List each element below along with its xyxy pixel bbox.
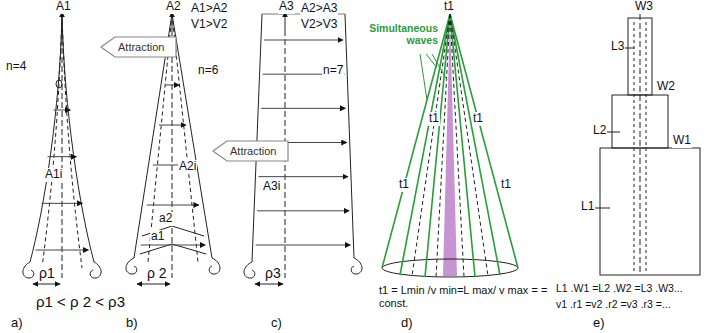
figure-label: Simultaneous waves (365, 22, 439, 46)
figure-label: A2>A3 (300, 2, 338, 16)
figure-label: A2i (178, 160, 197, 174)
figure-label: b) (125, 316, 139, 331)
figure-label: d) (400, 316, 414, 331)
level-line (257, 210, 349, 211)
level-line (48, 156, 77, 157)
figure-label: t1 (472, 112, 484, 126)
level-line (264, 40, 343, 41)
figure-label: W2 (656, 80, 676, 94)
figure-label: A2 (165, 0, 182, 14)
level-line (261, 108, 345, 109)
figure-label: V1>V2 (190, 18, 228, 32)
level-line (147, 205, 199, 206)
attraction-arrow: Attraction (212, 140, 289, 162)
figure-label: L1 .W1 =L2 .W2 =L3 .W3... (555, 282, 684, 294)
figure-label: t1 (443, 0, 455, 14)
figure-label: ρ1 < ρ 2 < ρ3 (35, 293, 126, 310)
level-line (159, 125, 186, 126)
level-line (42, 203, 83, 204)
stepped-cylinders (594, 14, 700, 275)
level-line (258, 176, 347, 177)
level-line (141, 245, 206, 246)
level-line (54, 110, 71, 111)
figure-label: n=6 (197, 64, 219, 78)
figure-label: A1 (55, 0, 72, 14)
figure-label: a2 (158, 212, 173, 226)
level-line (165, 85, 179, 86)
level-line (36, 250, 89, 251)
figure-label: A1>A2 (190, 2, 228, 16)
figure-label: A3 (278, 0, 295, 14)
figure-label: t1 (500, 178, 512, 192)
figure-label: L2 (592, 124, 607, 138)
figure-label: A1i (44, 168, 63, 182)
figure-label: v1 .r1 =v2 .r2 =v3 .r3 =... (555, 298, 672, 310)
figure-label: t1 (428, 112, 440, 126)
figure-label: V2>V3 (300, 18, 338, 32)
figure-label: a) (10, 316, 24, 331)
figure-label: c) (270, 316, 283, 331)
figure-label: ρ1 (38, 265, 56, 281)
attraction-arrow: Attraction (100, 36, 177, 58)
figure-label: L1 (580, 200, 595, 214)
figure-label: a1 (150, 230, 165, 244)
figure-label: A3i (262, 180, 281, 194)
figure-label: L3 (610, 40, 625, 54)
figure-label: t1 = Lmin /v min=L max/ v max = = const. (378, 284, 570, 309)
figure-label: t1 (398, 178, 410, 192)
figure-label: W3 (634, 0, 654, 14)
figure-label: n=7 (322, 64, 344, 78)
cone (382, 14, 518, 277)
arrow-shape (101, 37, 176, 57)
tower-a (23, 12, 101, 284)
level-line (256, 245, 351, 246)
arrow-label: Attraction (100, 36, 172, 57)
figure-label: ρ 2 (146, 265, 168, 281)
arrow-label: Attraction (212, 140, 284, 161)
arrow-shape (213, 141, 288, 161)
figure-label: n=4 (5, 60, 27, 74)
figure-label: ρ3 (264, 265, 282, 281)
figure-label: e) (592, 316, 606, 331)
tower-levels (36, 40, 351, 250)
figure-label: W1 (672, 134, 692, 148)
